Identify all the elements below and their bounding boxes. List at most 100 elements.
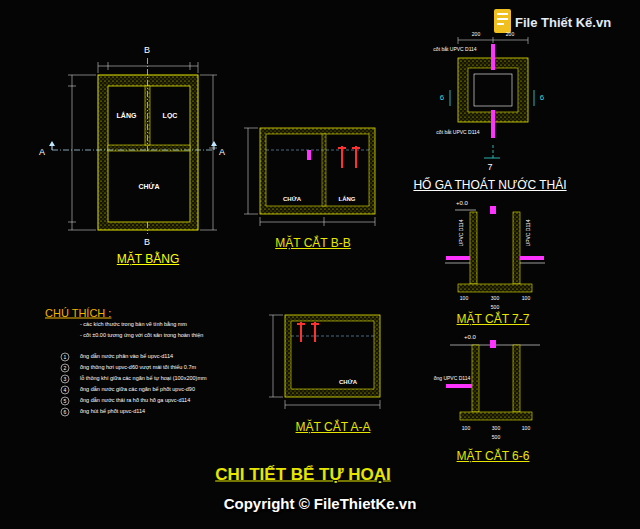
section-mark: A (39, 148, 45, 157)
section-a-a (285, 315, 380, 397)
callout-number: 2 (64, 366, 67, 371)
note-text: - các kích thước trong bản vẽ tính bằng … (80, 322, 187, 328)
view-caption: MẶT CẮT 7-7 (457, 313, 530, 325)
pipe-fittings (338, 146, 360, 168)
callout-circles (61, 408, 69, 416)
section-cut-lines (534, 90, 535, 106)
chamber-label: CHỨA (139, 183, 160, 190)
logo-icon (494, 9, 511, 33)
view-caption: HỐ GA THOÁT NƯỚC THẢI (413, 179, 566, 191)
watermark: File Thiết Kế.vn (515, 16, 611, 29)
drawing-title: CHI TIẾT BỂ TỰ HOẠI (215, 466, 391, 483)
pipe-note: ống UPVC D114 (434, 376, 471, 381)
section-b-b (260, 128, 375, 214)
dimension-lines (269, 315, 380, 409)
dimension-text: 100 (462, 426, 470, 431)
dimension-lines (324, 217, 325, 226)
chamber-label: LẮNG (117, 112, 137, 119)
dimension-lines (213, 75, 214, 230)
dimension-lines (273, 315, 274, 397)
level-mark: +0.0 (456, 200, 468, 206)
dimension-lines (244, 214, 258, 215)
dimension-lines (244, 128, 375, 226)
view-caption: MẶT BẰNG (117, 253, 179, 265)
logo-icon (497, 13, 508, 15)
section-a-a (291, 321, 374, 389)
note-text: ống dẫn nước giữa các ngăn bể phốt upvc-… (80, 387, 195, 393)
callout-number: 1 (64, 355, 67, 360)
manhole-plan (468, 68, 518, 112)
section-b-b (266, 134, 369, 206)
pipe-fittings (311, 323, 319, 325)
dimension-lines (200, 230, 217, 231)
dimension-lines (200, 75, 217, 76)
section-7-7 (520, 256, 544, 260)
logo-icon (497, 23, 504, 25)
pipe (491, 44, 495, 70)
callout-circles (61, 364, 69, 372)
section-cut-lines (52, 150, 214, 151)
dimension-lines (190, 62, 191, 70)
pipe-fittings (341, 146, 343, 168)
callout-circles (61, 386, 69, 394)
section-6-6 (460, 412, 532, 420)
pipe-fittings (338, 147, 346, 149)
section-cut-lines (147, 222, 148, 234)
note-text: - cốt ±0.00 tương ứng với cốt sân trong … (80, 333, 203, 339)
dimension-lines (198, 62, 199, 73)
dimension-lines (458, 37, 528, 44)
section-7-7 (455, 210, 476, 211)
callout-number: 4 (64, 388, 67, 393)
section-7-7 (490, 206, 496, 214)
tank-chamber: LỌC (150, 86, 190, 145)
plan-walls (98, 75, 198, 230)
section-7-7 (470, 212, 477, 284)
section-a-a (291, 336, 374, 337)
section-mark: A (219, 148, 225, 157)
callout-number: 3 (64, 377, 67, 382)
section-7-7 (446, 256, 470, 260)
dimension-lines (68, 86, 76, 87)
chamber-label: CHỨA (339, 379, 357, 385)
callout-number: 5 (64, 399, 67, 404)
section-7-7 (445, 206, 545, 292)
note-text: ống thông hơi upvc-d60 vượt mái tối thiể… (80, 365, 196, 371)
section-b-b (322, 134, 326, 206)
pipe (307, 150, 311, 160)
pipe-note: UPVC D114 (526, 220, 531, 247)
dimension-text: 100 (522, 426, 530, 431)
dimension-lines (209, 148, 217, 149)
section-6-6 (513, 345, 520, 412)
section-mark: B (144, 238, 150, 247)
callout-circles (61, 375, 69, 383)
plan-walls (98, 75, 198, 230)
dimension-text: 100 (522, 296, 530, 301)
chamber-label: LỌC (163, 112, 178, 119)
dimension-lines (269, 315, 283, 316)
pipe-note: cốt bắt UPVC D114 (436, 130, 479, 135)
dimension-text: 100 (460, 296, 468, 301)
pipe-note: cốt bắt UPVC D114 (433, 47, 476, 52)
dimension-text: 300 (491, 296, 499, 301)
dimension-lines (108, 62, 109, 70)
dimension-lines (528, 37, 529, 44)
dimension-lines (260, 217, 261, 226)
tank-chamber: CHỨA (108, 151, 190, 222)
callout-circles (61, 353, 69, 361)
pipe-fittings (355, 146, 357, 168)
dimension-lines (72, 75, 73, 230)
dimension-text: 300 (492, 426, 500, 431)
pipe-fittings (297, 323, 305, 325)
section-cut-lines (484, 158, 500, 159)
section-mark: 7 (487, 163, 492, 172)
note-text: ống dẫn nước thải ra hố thu hố ga upvc-d… (80, 398, 190, 404)
pipe-fittings (297, 322, 319, 342)
callout-number: 6 (64, 410, 67, 415)
dimension-text: 500 (492, 435, 500, 440)
pipe (491, 110, 495, 138)
dimension-lines (68, 75, 96, 76)
dimension-lines (98, 66, 198, 67)
section-7-7 (513, 212, 520, 284)
section-mark: 6 (540, 94, 544, 102)
